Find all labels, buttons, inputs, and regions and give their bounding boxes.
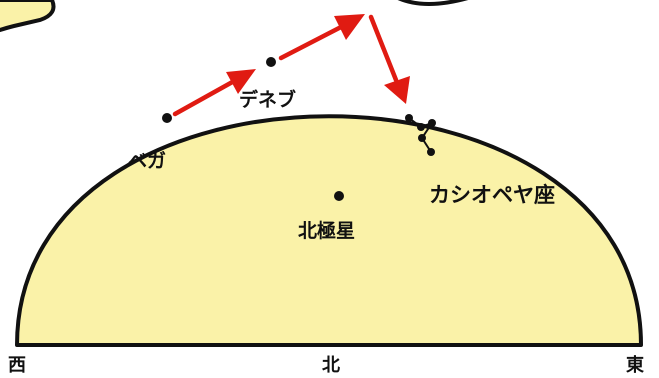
star-deneb: [266, 57, 276, 67]
label-west: 西: [8, 355, 26, 376]
label-vega: ベガ: [128, 150, 166, 172]
cassiopeia-constellation: [405, 114, 436, 156]
cassiopeia-star-5: [427, 148, 435, 156]
cassiopeia-star-1: [405, 114, 413, 122]
cassiopeia-star-2: [417, 123, 425, 131]
top-center-shape: [397, 0, 469, 6]
label-cassiopeia: カシオペヤ座: [429, 183, 555, 207]
cassiopeia-star-4: [418, 134, 426, 142]
star-vega: [162, 113, 172, 123]
sky-dome: [15, 114, 643, 347]
label-east: 東: [626, 354, 644, 376]
label-polaris: 北極星: [298, 219, 355, 242]
arrow-zenith-to-cassiopeia: [368, 14, 410, 104]
star-polaris: [334, 191, 344, 201]
arrow-vega-to-deneb: [172, 69, 256, 117]
label-deneb: デネブ: [239, 88, 296, 111]
top-left-shape: [0, 0, 56, 32]
cassiopeia-star-3: [428, 119, 436, 127]
arrow-deneb-to-zenith: [278, 14, 365, 61]
label-north: 北: [322, 355, 340, 376]
